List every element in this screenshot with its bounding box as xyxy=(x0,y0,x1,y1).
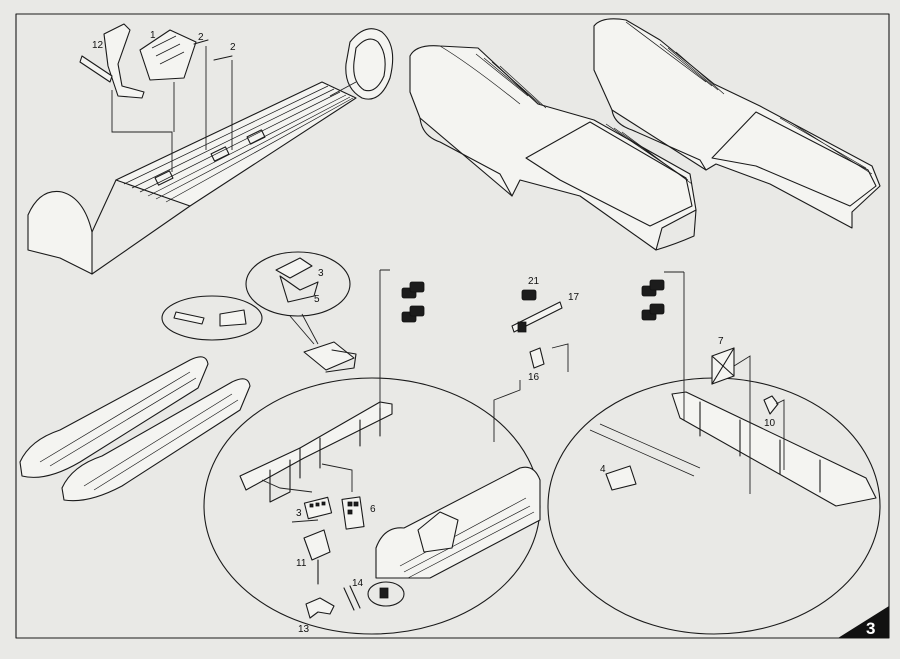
callout-12: 12 xyxy=(92,40,104,51)
fuselage-half-right xyxy=(593,18,881,229)
seat-part-3 xyxy=(303,341,355,371)
callout-17: 17 xyxy=(568,292,580,303)
callout-labels: 1 2 2 12 3 5 21 17 16 7 10 4 3 6 11 14 1… xyxy=(92,30,776,635)
callout-3-low: 3 xyxy=(296,508,302,519)
callout-11: 11 xyxy=(296,558,307,569)
float-halves xyxy=(19,356,251,502)
callout-6: 6 xyxy=(370,504,376,515)
fuselage-half-left xyxy=(409,45,697,251)
callout-2a: 2 xyxy=(198,32,204,43)
cockpit-floor-assembly xyxy=(27,23,394,275)
pilot-seat xyxy=(139,29,197,81)
detail-circle-left xyxy=(203,377,541,635)
control-column xyxy=(103,23,145,99)
callout-13: 13 xyxy=(298,624,310,635)
loose-small-parts xyxy=(379,269,785,494)
callout-21: 21 xyxy=(528,276,540,287)
rear-bulkhead xyxy=(27,190,93,275)
seat-detail-callout xyxy=(161,251,357,373)
callout-2b: 2 xyxy=(230,42,236,53)
callout-1: 1 xyxy=(150,30,156,41)
callout-3-top: 3 xyxy=(318,268,324,279)
page-number: 3 xyxy=(866,619,875,638)
page-number-tab: 3 xyxy=(838,606,889,638)
callout-10: 10 xyxy=(764,418,776,429)
callout-14: 14 xyxy=(352,578,364,589)
callout-7: 7 xyxy=(718,336,724,347)
page-border xyxy=(15,13,890,639)
callout-16: 16 xyxy=(528,372,540,383)
detail-circle-right xyxy=(547,347,881,635)
callout-5: 5 xyxy=(314,294,320,305)
callout-4: 4 xyxy=(600,464,606,475)
